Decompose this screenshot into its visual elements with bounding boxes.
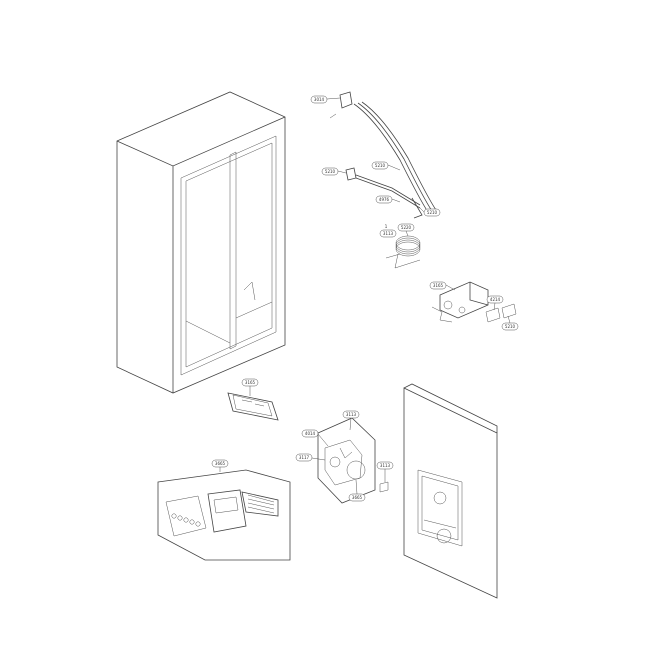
svg-text:3165: 3165 (433, 283, 444, 288)
callout-4214: 4214 (486, 295, 504, 304)
water-tube-assembly (329, 91, 437, 219)
callout-3113-c: 3113 (376, 461, 394, 470)
freezer-door (403, 383, 498, 599)
callout-5210-a: 5210 (371, 161, 389, 170)
callout-3165-a: 3165 (429, 281, 447, 290)
svg-text:3113: 3113 (383, 231, 394, 236)
callout-3113-b: 3113 (342, 410, 360, 419)
callout-labels: 3014 5210 5210 4976 5210 5220 1 3113 316… (211, 95, 519, 502)
svg-text:3014: 3014 (314, 97, 325, 102)
svg-text:3665: 3665 (215, 461, 226, 466)
control-panel-inset (157, 469, 291, 561)
callout-5210-c: 5210 (423, 208, 441, 217)
svg-text:4214: 4214 (490, 297, 501, 302)
svg-text:5210: 5210 (427, 210, 438, 215)
svg-text:3665: 3665 (352, 495, 363, 500)
svg-text:4976: 4976 (379, 197, 390, 202)
dispenser-bracket (227, 392, 279, 421)
callout-5210-d: 5210 (501, 322, 519, 331)
svg-text:4014: 4014 (305, 431, 316, 436)
callout-3014: 3014 (310, 95, 328, 104)
leader-lines (219, 97, 511, 495)
svg-text:3117: 3117 (299, 455, 310, 460)
dispenser-funnel-assembly (317, 417, 389, 504)
svg-text:3165: 3165 (245, 380, 256, 385)
callout-4014: 4014 (301, 429, 319, 438)
svg-text:5220: 5220 (401, 225, 412, 230)
callout-5210-b: 5210 (321, 167, 339, 176)
svg-text:3113: 3113 (346, 412, 357, 417)
svg-text:1: 1 (385, 224, 388, 229)
callout-3665-a: 3665 (348, 493, 366, 502)
svg-text:5210: 5210 (325, 169, 336, 174)
callout-5220: 5220 (397, 223, 415, 232)
svg-text:5210: 5210 (505, 324, 516, 329)
callout-3113-a: 3113 (379, 229, 397, 238)
callout-3665-b: 3665 (211, 459, 229, 468)
coiled-water-line (385, 235, 421, 269)
callout-4976: 4976 (375, 195, 393, 204)
svg-text:3113: 3113 (380, 463, 391, 468)
callout-3165-b: 3165 (241, 378, 259, 387)
callout-3117: 3117 (295, 453, 313, 462)
refrigerator-cabinet (116, 91, 286, 394)
svg-text:5210: 5210 (375, 163, 386, 168)
callout-1: 1 (385, 224, 388, 229)
